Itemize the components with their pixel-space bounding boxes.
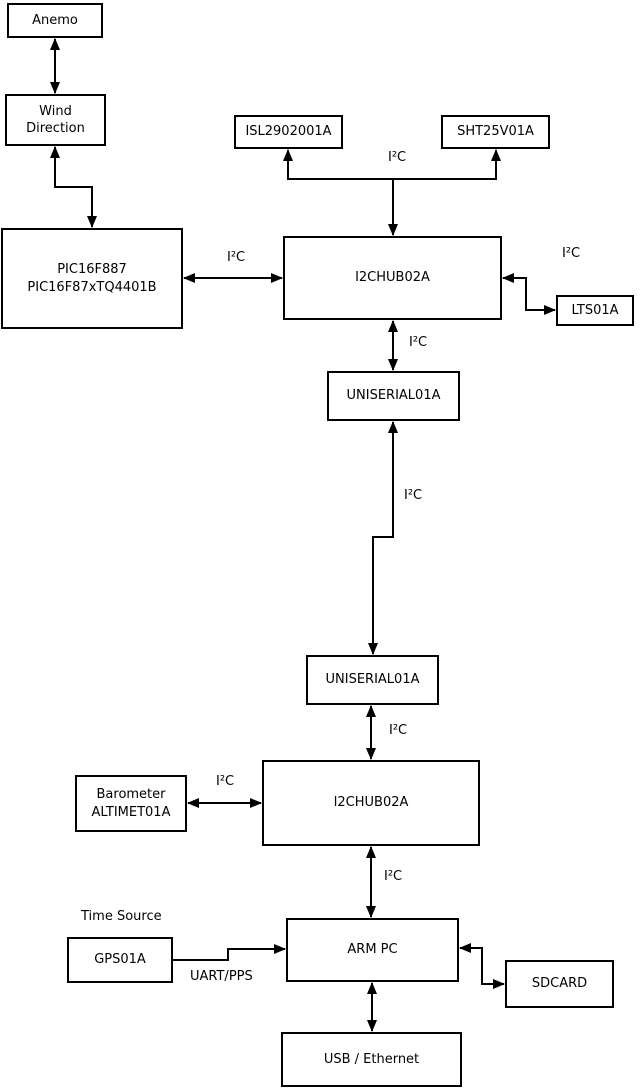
node-i2chub02a-1: I2CHUB02A xyxy=(283,236,502,320)
edge-label-i2c-uniserial-link: I²C xyxy=(404,488,423,503)
node-lts01a: LTS01A xyxy=(556,295,634,326)
node-isl2902001a-label: ISL2902001A xyxy=(245,124,332,140)
node-i2chub02a-1-label: I2CHUB02A xyxy=(355,270,430,286)
node-barometer-label-2: ALTIMET01A xyxy=(91,804,171,820)
edge-label-uart-pps: UART/PPS xyxy=(190,969,253,984)
node-sdcard-label: SDCARD xyxy=(531,976,588,992)
edge-label-i2c-sensor-branch: I²C xyxy=(388,150,407,165)
node-usb-ethernet: USB / Ethernet xyxy=(281,1032,462,1087)
node-pic16f887: PIC16F887 PIC16F87xTQ4401B xyxy=(1,228,183,329)
connector-uniserial1-uniserial2 xyxy=(368,421,398,655)
edge-label-i2c-hub2-armpc: I²C xyxy=(384,869,403,884)
node-sdcard: SDCARD xyxy=(505,960,614,1008)
node-uniserial01a-2: UNISERIAL01A xyxy=(306,655,439,705)
node-gps01a-label: GPS01A xyxy=(94,952,146,968)
node-sht25v01a-label: SHT25V01A xyxy=(457,124,534,140)
node-isl2902001a: ISL2902001A xyxy=(234,115,343,149)
connector-isl-sht-branch xyxy=(283,149,501,180)
node-sht25v01a: SHT25V01A xyxy=(441,115,550,149)
node-anemo: Anemo xyxy=(7,3,103,38)
node-wind-direction: Wind Direction xyxy=(5,94,106,146)
node-arm-pc: ARM PC xyxy=(286,918,459,982)
edge-label-i2c-barometer-hub2: I²C xyxy=(216,774,235,789)
node-barometer-altimet01a: Barometer ALTIMET01A xyxy=(75,775,187,832)
node-anemo-label: Anemo xyxy=(32,12,78,28)
edge-label-i2c-hub1-lts: I²C xyxy=(562,246,581,261)
connector-gps-armpc xyxy=(173,944,286,961)
node-uniserial01a-1-label: UNISERIAL01A xyxy=(346,388,441,404)
node-pic16f887-label-2: PIC16F87xTQ4401B xyxy=(27,279,157,295)
node-uniserial01a-2-label: UNISERIAL01A xyxy=(325,672,420,688)
node-usb-ethernet-label: USB / Ethernet xyxy=(323,1051,420,1067)
node-gps01a: GPS01A xyxy=(67,937,173,983)
node-wind-direction-label-1: Wind xyxy=(39,103,72,119)
node-i2chub02a-2: I2CHUB02A xyxy=(262,760,480,846)
edge-label-time-source: Time Source xyxy=(81,909,162,924)
node-uniserial01a-1: UNISERIAL01A xyxy=(327,371,460,421)
connector-wind-pic xyxy=(50,146,97,228)
node-barometer-label-1: Barometer xyxy=(96,787,166,803)
connector-hub1-lts xyxy=(502,273,556,315)
node-arm-pc-label: ARM PC xyxy=(347,942,398,958)
edge-label-i2c-uniserial2-hub2: I²C xyxy=(389,723,408,738)
edge-label-i2c-hub1-uniserial1: I²C xyxy=(409,335,428,350)
node-lts01a-label: LTS01A xyxy=(571,302,619,318)
node-pic16f887-label-1: PIC16F887 xyxy=(57,262,127,278)
connector-armpc-sdcard xyxy=(459,943,505,989)
node-i2chub02a-2-label: I2CHUB02A xyxy=(333,795,409,811)
node-wind-direction-label-2: Direction xyxy=(26,121,85,136)
edge-label-i2c-pic-hub1: I²C xyxy=(227,250,246,265)
